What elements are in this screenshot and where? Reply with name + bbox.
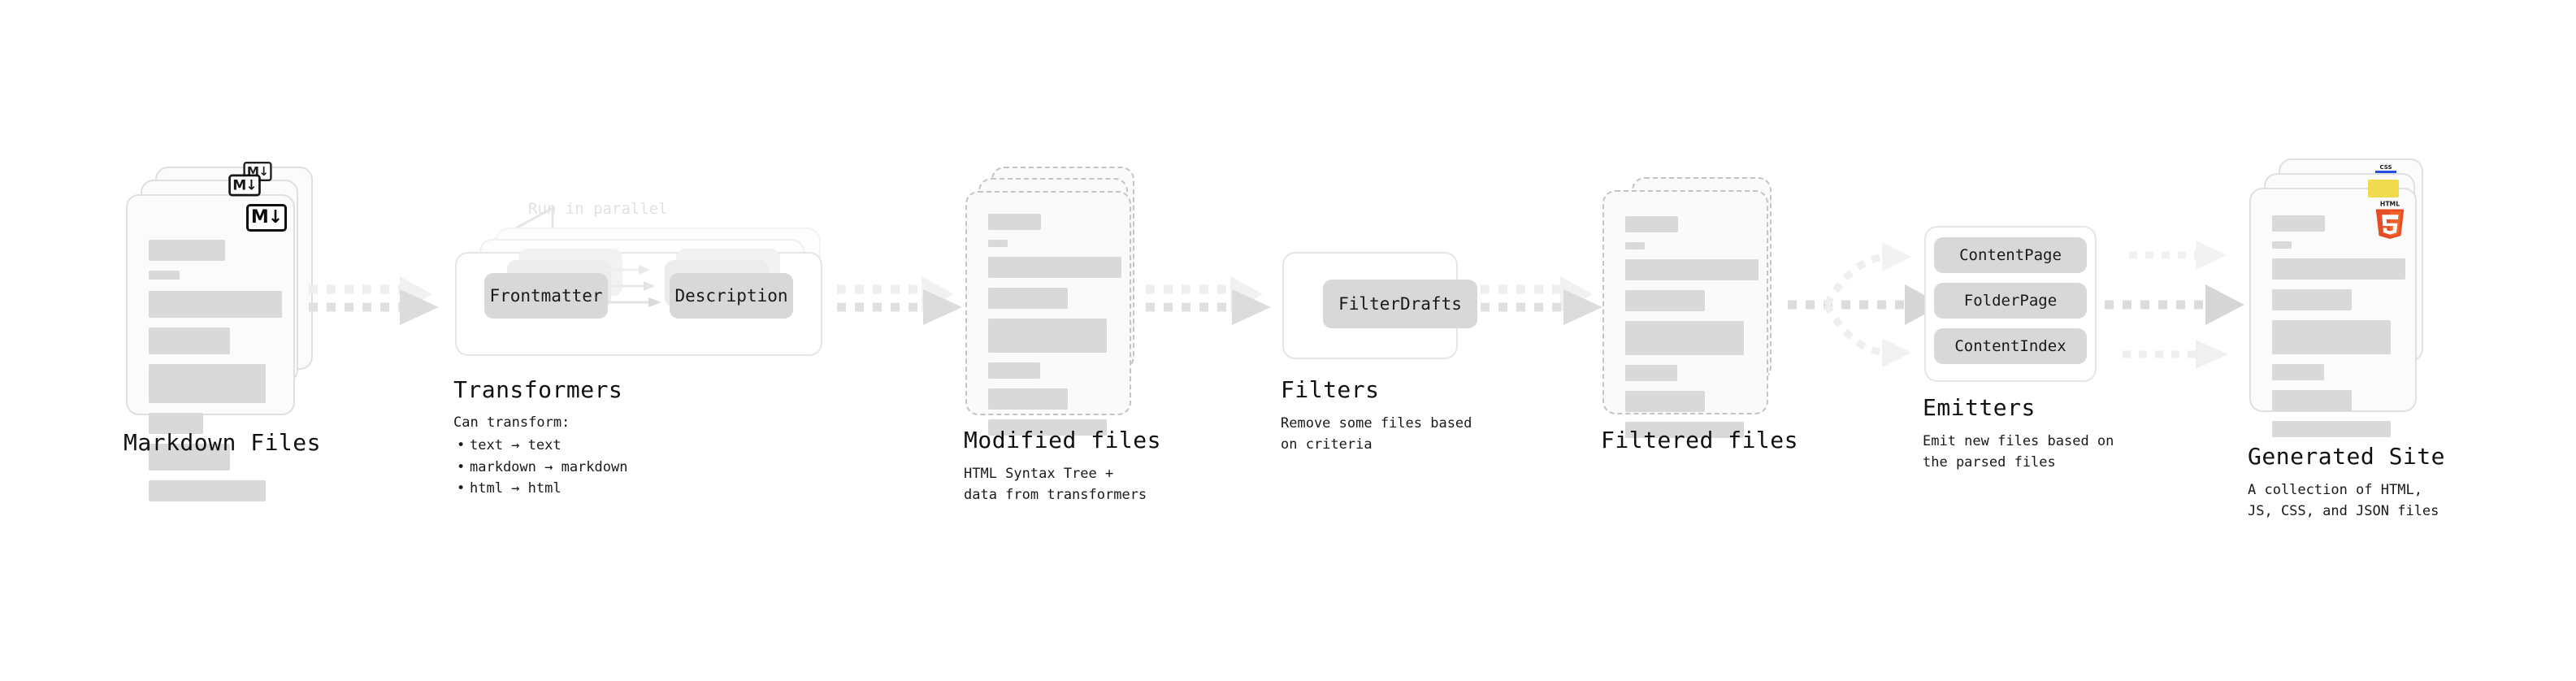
modified-files-stack bbox=[965, 167, 1152, 436]
stage-title-modified-files: Modified files bbox=[964, 427, 1162, 453]
content-line bbox=[988, 257, 1121, 278]
content-line bbox=[1625, 259, 1759, 280]
filtered-card-content bbox=[1625, 216, 1759, 448]
content-line bbox=[988, 288, 1068, 309]
bullet-item: html → html bbox=[457, 478, 627, 500]
emitter-chip-folderpage[interactable]: FolderPage bbox=[1934, 283, 2087, 319]
stage-desc-filters: Remove some files based on criteria bbox=[1281, 415, 1472, 453]
stage-title-filters: Filters bbox=[1281, 376, 1380, 403]
content-line bbox=[2272, 421, 2391, 437]
transformer-internal-arrows bbox=[606, 265, 661, 307]
content-line bbox=[2272, 258, 2405, 280]
bullets-lead: Can transform: bbox=[453, 414, 570, 431]
content-line bbox=[149, 327, 230, 354]
svg-text:CSS: CSS bbox=[2379, 164, 2392, 171]
content-line bbox=[149, 240, 225, 261]
content-line bbox=[1625, 422, 1744, 438]
bullet-item: text → text bbox=[457, 435, 627, 457]
content-line bbox=[149, 364, 266, 403]
transformer-chip-frontmatter[interactable]: Frontmatter bbox=[484, 273, 608, 319]
arrow-markdown-to-transformers bbox=[309, 276, 439, 325]
arrow-transformers-to-modified bbox=[837, 276, 962, 325]
content-line bbox=[2272, 320, 2391, 354]
filtered-card-front bbox=[1602, 190, 1768, 438]
stage-title-emitters: Emitters bbox=[1923, 394, 2036, 421]
markdown-icon: M↓ bbox=[246, 204, 287, 232]
content-line bbox=[149, 413, 203, 434]
content-line bbox=[988, 362, 1040, 379]
run-in-parallel-label: Run in parallel bbox=[528, 200, 668, 218]
transformers-stack: Frontmatter Description bbox=[455, 228, 837, 358]
svg-text:HTML: HTML bbox=[2380, 201, 2400, 208]
generated-site-stack: CSS HTML bbox=[2249, 158, 2452, 437]
site-card-content bbox=[2272, 215, 2405, 447]
arrow-filters-to-filtered bbox=[1481, 276, 1602, 325]
content-line bbox=[1625, 321, 1744, 355]
html5-icon: HTML bbox=[2375, 201, 2405, 239]
content-line bbox=[149, 444, 230, 471]
content-line bbox=[2272, 390, 2352, 411]
content-line bbox=[1625, 391, 1705, 412]
stage-title-generated-site: Generated Site bbox=[2248, 443, 2446, 470]
stage-desc-modified-files: HTML Syntax Tree + data from transformer… bbox=[964, 466, 1147, 504]
content-line bbox=[988, 240, 1008, 247]
content-line bbox=[988, 214, 1041, 230]
markdown-card-content bbox=[149, 240, 282, 511]
bullet-item: markdown → markdown bbox=[457, 457, 628, 479]
bullets-items: text → text markdown → markdown html → h… bbox=[453, 435, 628, 500]
filter-chip-filterdrafts[interactable]: FilterDrafts bbox=[1323, 280, 1477, 328]
arrow-modified-to-filters bbox=[1146, 276, 1271, 325]
content-line bbox=[988, 388, 1068, 410]
markdown-card-front bbox=[126, 194, 295, 501]
content-line bbox=[2272, 241, 2292, 249]
arrow-filtered-to-emitters bbox=[1788, 242, 1942, 367]
content-line bbox=[988, 319, 1107, 353]
stage-title-transformers: Transformers bbox=[453, 376, 623, 403]
stage-desc-generated-site: A collection of HTML, JS, CSS, and JSON … bbox=[2248, 482, 2439, 520]
content-line bbox=[1625, 290, 1705, 311]
content-line bbox=[149, 271, 180, 280]
content-line bbox=[149, 291, 282, 318]
js-icon bbox=[2368, 180, 2399, 197]
modified-card-front bbox=[965, 191, 1131, 436]
filtered-files-stack bbox=[1602, 177, 1789, 438]
content-line bbox=[1625, 242, 1645, 249]
markdown-icon: M↓ bbox=[228, 174, 261, 197]
markdown-files-stack: M↓ M↓ M↓ bbox=[126, 162, 313, 501]
stage-desc-emitters: Emit new files based on the parsed files bbox=[1923, 433, 2114, 471]
stage-title-filtered-files: Filtered files bbox=[1601, 427, 1799, 453]
transformer-chip-description[interactable]: Description bbox=[670, 273, 793, 319]
emitter-chip-contentindex[interactable]: ContentIndex bbox=[1934, 328, 2087, 364]
modified-card-content bbox=[988, 214, 1121, 445]
content-line bbox=[988, 419, 1107, 436]
stage-title-markdown-files: Markdown Files bbox=[124, 429, 322, 456]
content-line bbox=[1625, 365, 1677, 381]
transformers-bullet-list: Can transform: text → text markdown → ma… bbox=[453, 412, 628, 500]
markdown-icon: M↓ bbox=[243, 162, 272, 181]
content-line bbox=[149, 480, 266, 501]
emitter-chip-contentpage[interactable]: ContentPage bbox=[1934, 237, 2087, 273]
content-line bbox=[2272, 289, 2352, 310]
content-line bbox=[2272, 215, 2325, 232]
content-line bbox=[2272, 364, 2324, 380]
arrow-emitters-to-site bbox=[2105, 241, 2244, 369]
css-icon: CSS bbox=[2375, 164, 2396, 173]
content-line bbox=[1625, 216, 1678, 232]
